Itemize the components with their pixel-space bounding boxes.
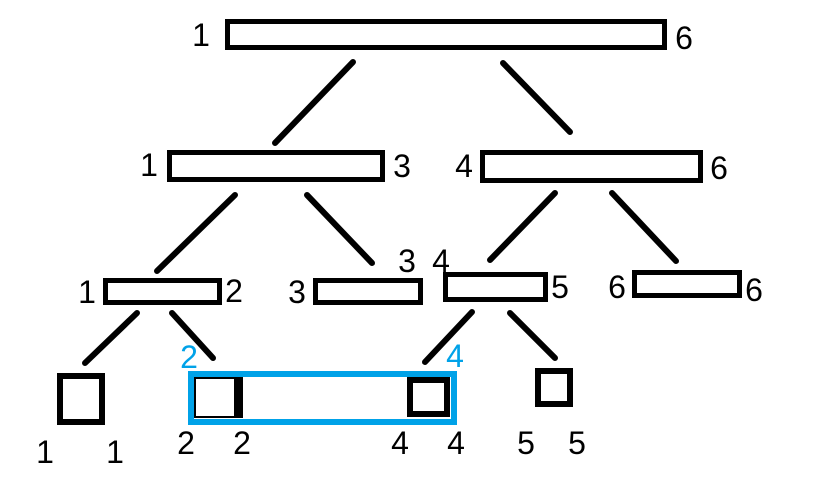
node-4-6: [480, 150, 703, 183]
node-3-3-top-right-label: 3: [398, 243, 416, 279]
node-1-3-right-label: 3: [393, 148, 411, 184]
edge-1-2-to-2-2: [169, 310, 216, 361]
leaf-4-4-below-right-label: 4: [447, 425, 465, 461]
edge-1-3-to-3-3: [304, 192, 375, 266]
edge-root-to-4-6: [500, 60, 573, 135]
node-3-3: [313, 278, 423, 305]
leaf-4-4-below-left-label: 4: [391, 425, 409, 461]
leaf-1-1-below-right-label: 1: [106, 434, 124, 470]
edge-4-6-to-6-6: [609, 190, 679, 264]
leaf-1-1: [57, 373, 105, 425]
edge-4-5-to-4-4: [422, 309, 475, 365]
node-6-6-left-label: 6: [608, 269, 626, 305]
leaf-4-4: [407, 377, 450, 417]
leaf-2-2-below-right-label: 2: [233, 425, 251, 461]
edge-4-5-to-5-5: [507, 310, 558, 361]
node-4-6-right-label: 6: [710, 150, 728, 186]
node-1-6: [225, 19, 667, 50]
edge-root-to-1-3: [272, 59, 356, 146]
edge-4-6-to-4-5: [487, 190, 558, 263]
node-4-5-right-label: 5: [551, 269, 569, 305]
node-3-3-left-label: 3: [288, 274, 306, 310]
leaf-2-2: [194, 377, 243, 418]
node-1-6-left-label: 1: [192, 17, 210, 53]
leaf-2-2-below-left-label: 2: [177, 425, 195, 461]
node-1-2-left-label: 1: [78, 274, 96, 310]
node-1-2: [103, 278, 222, 305]
edge-1-2-to-1-1: [82, 310, 140, 366]
node-1-3: [167, 150, 385, 182]
node-1-6-right-label: 6: [675, 20, 693, 56]
edge-1-3-to-1-2: [154, 192, 238, 274]
node-4-5: [443, 272, 548, 302]
leaf-5-5: [535, 368, 573, 407]
node-4-6-left-label: 4: [455, 148, 473, 184]
node-6-6-right-label: 6: [745, 272, 763, 308]
node-1-2-right-label: 2: [225, 273, 243, 309]
highlight-top-right-label: 4: [446, 338, 464, 374]
node-1-3-left-label: 1: [140, 147, 158, 183]
node-6-6: [632, 270, 742, 298]
leaf-5-5-below-left-label: 5: [517, 425, 535, 461]
highlight-top-left-label: 2: [180, 339, 198, 375]
leaf-1-1-below-left-label: 1: [36, 434, 54, 470]
node-4-5-top-left-label: 4: [432, 243, 450, 279]
leaf-5-5-below-right-label: 5: [568, 425, 586, 461]
